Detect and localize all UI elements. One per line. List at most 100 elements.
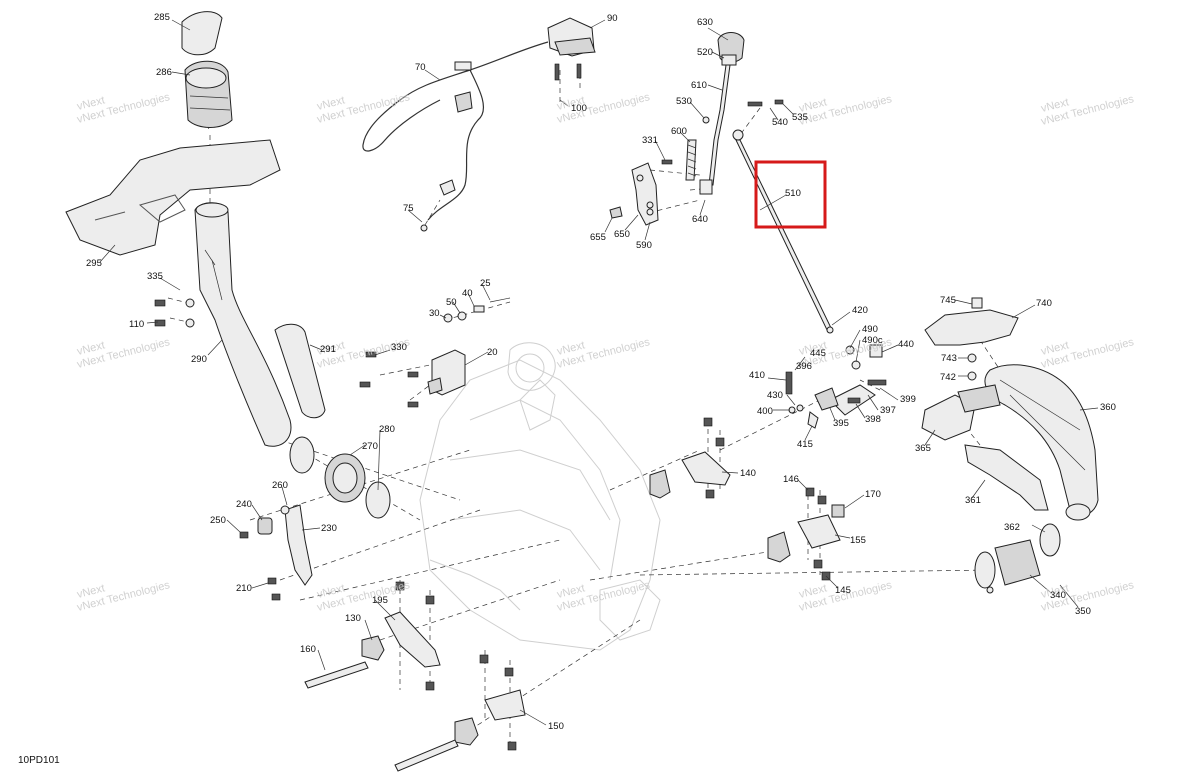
label-445[interactable]: 445 (810, 348, 826, 359)
label-195[interactable]: 195 (372, 595, 388, 606)
part-160-bolt (304, 661, 369, 689)
part-150-mount (454, 717, 479, 746)
label-160[interactable]: 160 (300, 644, 316, 655)
label-260[interactable]: 260 (272, 480, 288, 491)
label-350[interactable]: 350 (1075, 606, 1091, 617)
label-240[interactable]: 240 (236, 499, 252, 510)
part-280-clamp (289, 436, 315, 474)
label-397[interactable]: 397 (880, 405, 896, 416)
label-399[interactable]: 399 (900, 394, 916, 405)
label-75[interactable]: 75 (403, 203, 414, 214)
label-400[interactable]: 400 (757, 406, 773, 417)
label-510[interactable]: 510 (785, 188, 801, 199)
label-535[interactable]: 535 (792, 112, 808, 123)
label-440[interactable]: 440 (898, 339, 914, 350)
label-395[interactable]: 395 (833, 418, 849, 429)
part-365-boot (921, 394, 976, 441)
label-230[interactable]: 230 (321, 523, 337, 534)
label-210[interactable]: 210 (236, 583, 252, 594)
label-745[interactable]: 745 (940, 295, 956, 306)
label-170[interactable]: 170 (865, 489, 881, 500)
label-740[interactable]: 740 (1036, 298, 1052, 309)
label-630[interactable]: 630 (697, 17, 713, 28)
part-520-boot (721, 54, 737, 66)
label-365[interactable]: 365 (915, 443, 931, 454)
label-430[interactable]: 430 (767, 390, 783, 401)
label-280[interactable]: 280 (379, 424, 395, 435)
label-145[interactable]: 145 (835, 585, 851, 596)
leader-lines (99, 19, 1099, 726)
part-195-bracket (384, 611, 441, 668)
part-230-bracket (284, 504, 313, 586)
part-240-mount (257, 517, 273, 535)
label-285[interactable]: 285 (154, 12, 170, 23)
part-155-bracket (797, 514, 841, 549)
label-420[interactable]: 420 (852, 305, 868, 316)
label-361[interactable]: 361 (965, 495, 981, 506)
label-490c[interactable]: 490c (862, 335, 883, 346)
label-360[interactable]: 360 (1100, 402, 1116, 413)
center-right-mounts (649, 417, 845, 581)
label-25[interactable]: 25 (480, 278, 491, 289)
label-396[interactable]: 396 (796, 361, 812, 372)
part-362-clamp (1039, 523, 1061, 557)
label-290[interactable]: 290 (191, 354, 207, 365)
label-40[interactable]: 40 (462, 288, 473, 299)
label-335[interactable]: 335 (147, 271, 163, 282)
intake-assembly (65, 11, 391, 519)
label-70[interactable]: 70 (415, 62, 426, 73)
label-30[interactable]: 30 (429, 308, 440, 319)
label-590[interactable]: 590 (636, 240, 652, 251)
label-742[interactable]: 742 (940, 372, 956, 383)
label-150[interactable]: 150 (548, 721, 564, 732)
engine-outline (419, 342, 661, 651)
diagram-reference: 10PD101 (18, 755, 60, 766)
label-20[interactable]: 20 (487, 347, 498, 358)
label-130[interactable]: 130 (345, 613, 361, 624)
label-530[interactable]: 530 (676, 96, 692, 107)
label-743[interactable]: 743 (941, 353, 957, 364)
label-155[interactable]: 155 (850, 535, 866, 546)
label-600[interactable]: 600 (671, 126, 687, 137)
alignment-lines (167, 65, 1001, 745)
lower-left-mounts (239, 504, 526, 772)
label-270[interactable]: 270 (362, 441, 378, 452)
label-362[interactable]: 362 (1004, 522, 1020, 533)
label-640[interactable]: 640 (692, 214, 708, 225)
label-140[interactable]: 140 (740, 468, 756, 479)
label-330[interactable]: 330 (391, 342, 407, 353)
label-655[interactable]: 655 (590, 232, 606, 243)
label-291[interactable]: 291 (320, 344, 336, 355)
part-140-bracket (681, 451, 731, 486)
part-510-rod (735, 139, 833, 333)
label-250[interactable]: 250 (210, 515, 226, 526)
label-331[interactable]: 331 (642, 135, 658, 146)
label-540[interactable]: 540 (772, 117, 788, 128)
label-415[interactable]: 415 (797, 439, 813, 450)
part-labels: 285 286 295 335 110 290 291 270 280 260 … (86, 12, 1116, 732)
part-150-bracket (484, 689, 526, 721)
part-395-arm (814, 387, 839, 411)
label-110[interactable]: 110 (129, 319, 144, 330)
label-520[interactable]: 520 (697, 47, 713, 58)
label-286[interactable]: 286 (156, 67, 172, 78)
part-130-mount (361, 635, 385, 661)
part-291-duct (274, 323, 326, 419)
throttle-cable-assembly (362, 17, 596, 232)
label-340[interactable]: 340 (1050, 590, 1066, 601)
cvt-intake-assembly (921, 297, 1099, 594)
label-100[interactable]: 100 (571, 103, 587, 114)
label-146[interactable]: 146 (783, 474, 799, 485)
label-610[interactable]: 610 (691, 80, 707, 91)
label-398[interactable]: 398 (865, 414, 881, 425)
shift-linkage (785, 344, 887, 429)
label-410[interactable]: 410 (749, 370, 765, 381)
highlight-box (754, 160, 827, 229)
label-90[interactable]: 90 (607, 13, 618, 24)
label-650[interactable]: 650 (614, 229, 630, 240)
label-50[interactable]: 50 (446, 297, 457, 308)
label-490[interactable]: 490 (862, 324, 878, 335)
part-361-duct (964, 444, 1049, 511)
label-295[interactable]: 295 (86, 258, 102, 269)
